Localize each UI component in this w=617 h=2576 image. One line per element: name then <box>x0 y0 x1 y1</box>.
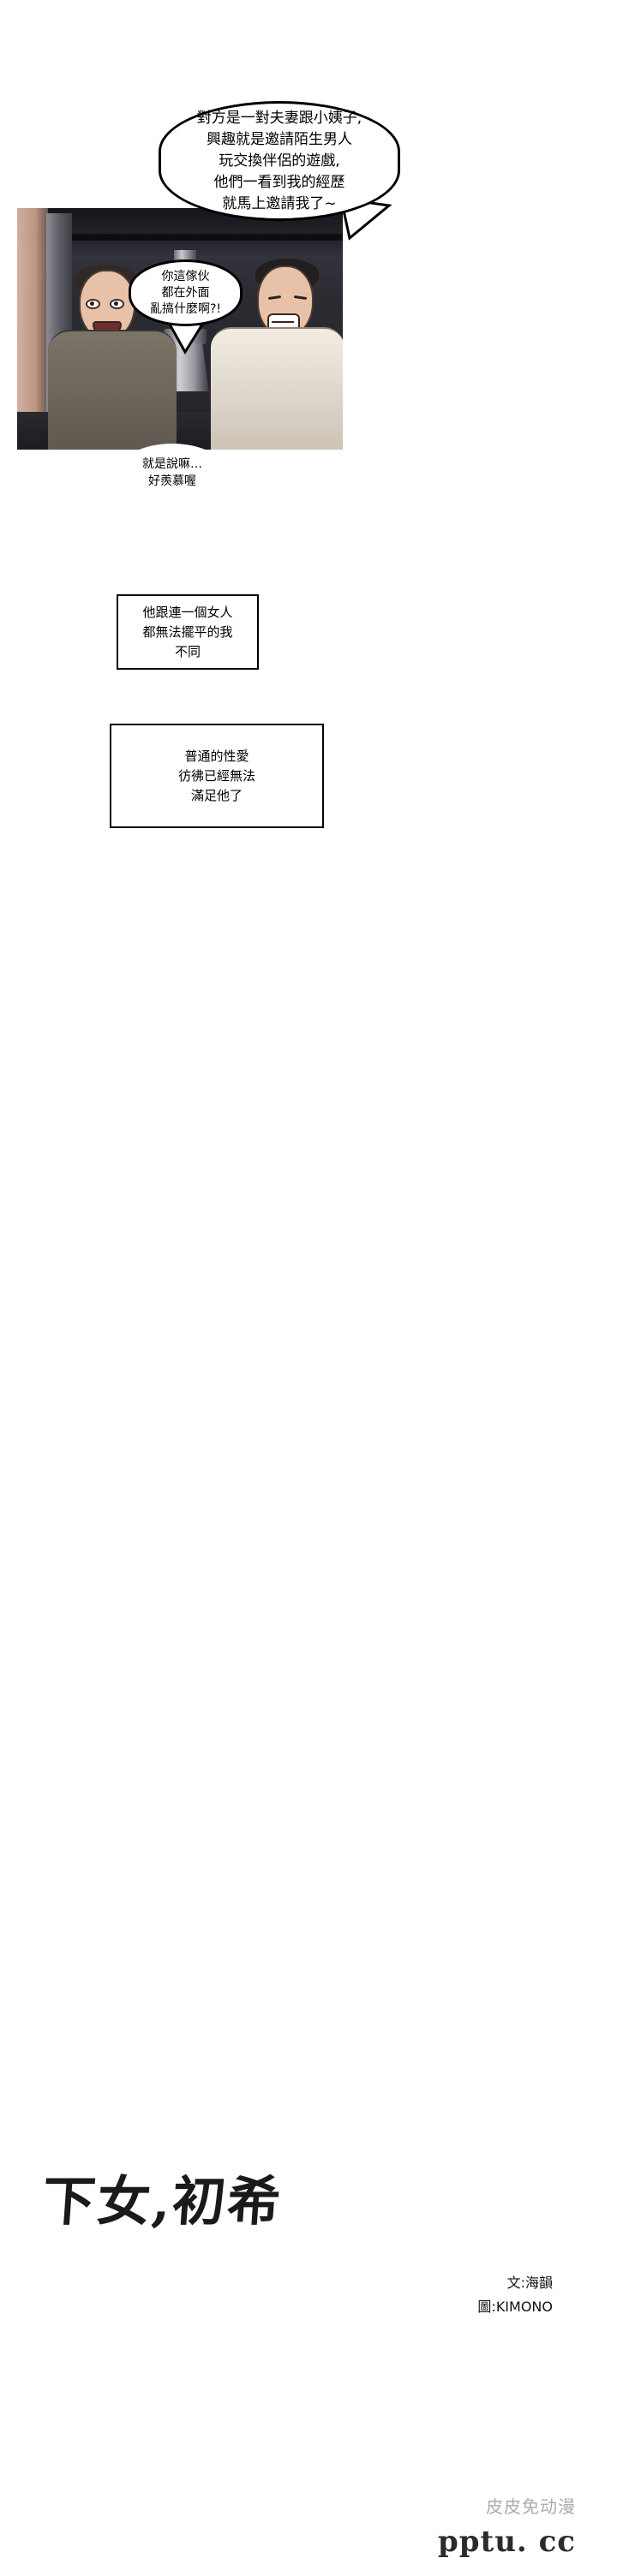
character-right <box>211 259 343 450</box>
narration-box-2: 普通的性愛 彷彿已經無法 滿足他了 <box>110 724 324 828</box>
speech-bubble-bottom: 就是說嘛… 好羨慕喔 <box>120 444 225 502</box>
speech-bubble-bottom-text: 就是說嘛… 好羨慕喔 <box>142 457 202 488</box>
narration-box-1-text: 他跟連一個女人 都無法擺平的我 不同 <box>142 604 233 659</box>
watermark-brush-text: 皮皮免动漫 <box>486 2496 576 2517</box>
credit-artist: 圖:KIMONO <box>477 2299 553 2315</box>
speech-bubble-middle: 你這傢伙 都在外面 亂搞什麼啊?! <box>129 259 243 326</box>
credits: 文:海韻 圖:KIMONO <box>477 2271 553 2319</box>
speech-bubble-middle-text: 你這傢伙 都在外面 亂搞什麼啊?! <box>149 269 222 316</box>
panel-left-wall <box>17 208 48 450</box>
speech-bubble-top: 對方是一對夫妻跟小姨子, 興趣就是邀請陌生男人 玩交換伴侶的遊戲, 他們一看到我… <box>159 101 400 221</box>
character-left-pupil-left <box>90 301 94 306</box>
character-right-head <box>257 265 314 337</box>
character-left-body <box>48 330 177 450</box>
character-left-pupil-right <box>114 301 118 306</box>
watermark-site-text: pptu. cc <box>437 2525 576 2559</box>
middle-bubble-tail <box>165 319 219 376</box>
narration-box-2-text: 普通的性愛 彷彿已經無法 滿足他了 <box>177 748 255 803</box>
series-title-text: 下女,初希 <box>40 2170 285 2233</box>
credit-writer: 文:海韻 <box>506 2275 553 2291</box>
character-left <box>48 265 177 450</box>
character-right-body <box>211 327 343 450</box>
series-title: 下女,初希 <box>40 2158 300 2235</box>
narration-box-1: 他跟連一個女人 都無法擺平的我 不同 <box>117 594 259 670</box>
speech-bubble-top-text: 對方是一對夫妻跟小姨子, 興趣就是邀請陌生男人 玩交換伴侶的遊戲, 他們一看到我… <box>196 109 362 212</box>
